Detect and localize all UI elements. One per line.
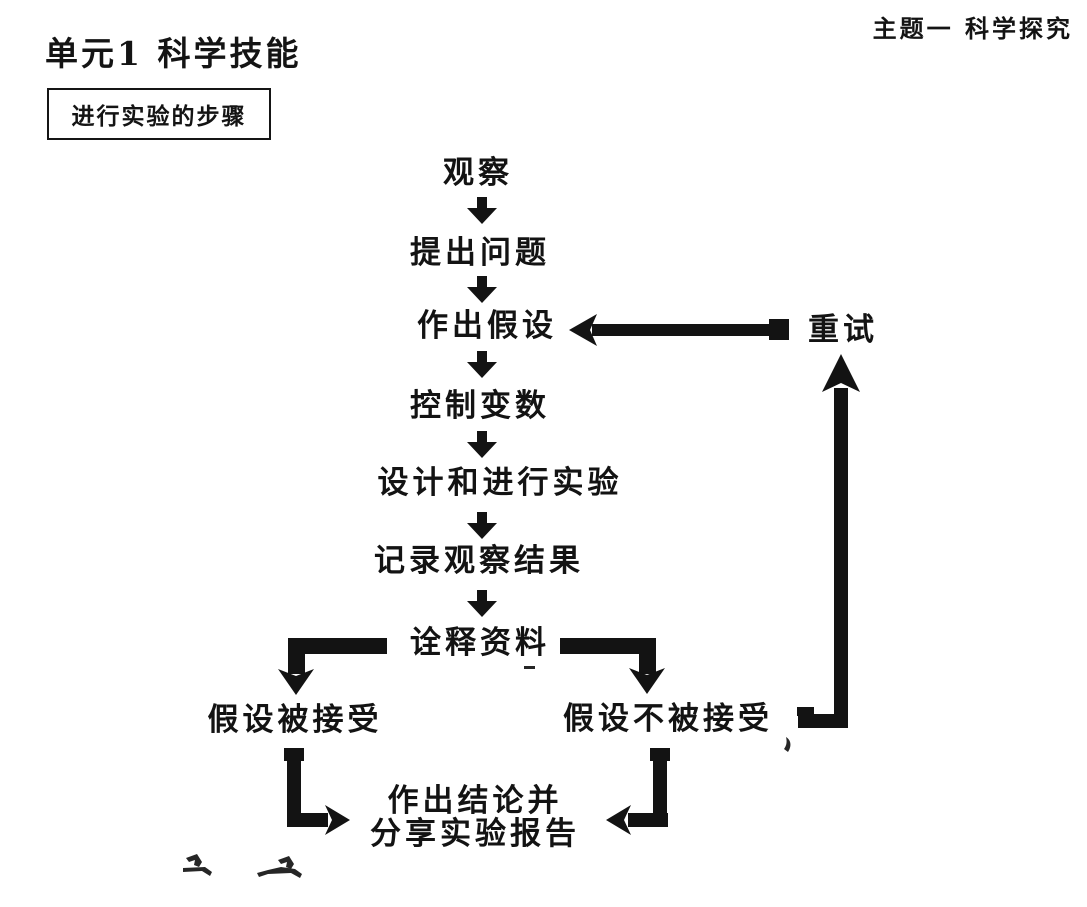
section-title: 进行实验的步骤 xyxy=(71,103,247,130)
arrow-interpret-to-rejected-icon xyxy=(560,638,665,694)
flow-step-ask-question: 提出问题 xyxy=(410,235,550,271)
flow-step-observe: 观察 xyxy=(443,155,513,191)
arrow-design-to-record-icon xyxy=(467,512,497,539)
flow-step-retry: 重试 xyxy=(808,312,878,348)
arrow-accepted-to-conclusion-icon xyxy=(284,748,350,835)
section-title-box: 进行实验的步骤 xyxy=(47,88,271,140)
arrow-ask-to-hypothesis-icon xyxy=(467,276,497,303)
flow-step-conclusion: 作出结论并 分享实验报告 xyxy=(370,785,580,851)
flow-step-design-conduct-experiment: 设计和进行实验 xyxy=(377,465,623,501)
flow-step-hypothesis-accepted: 假设被接受 xyxy=(207,702,383,738)
arrow-rejected-to-conclusion-icon xyxy=(606,748,670,835)
flow-step-conclusion-line2: 分享实验报告 xyxy=(370,816,580,852)
flow-step-interpret-data: 诠释资料 xyxy=(410,625,550,661)
arrow-observe-to-ask-icon xyxy=(467,197,497,224)
arrow-interpret-to-accepted-icon xyxy=(278,638,387,695)
flow-step-make-hypothesis: 作出假设 xyxy=(417,308,557,344)
arrow-rejected-to-retry-icon xyxy=(797,354,860,728)
flow-step-hypothesis-rejected: 假设不被接受 xyxy=(563,701,773,737)
arrow-retry-to-hypothesis-icon xyxy=(569,314,789,346)
scan-artifacts xyxy=(183,666,791,878)
arrow-variables-to-design-icon xyxy=(467,431,497,458)
theme-label: 主题一 科学探究 xyxy=(872,14,1073,43)
flow-step-record-observations: 记录观察结果 xyxy=(374,543,584,579)
arrow-hypothesis-to-variables-icon xyxy=(467,351,497,378)
arrow-record-to-interpret-icon xyxy=(467,590,497,617)
flow-step-conclusion-line1: 作出结论并 xyxy=(387,783,563,819)
unit-title: 单元1 科学技能 xyxy=(45,34,302,73)
flow-step-control-variables: 控制变数 xyxy=(410,388,550,424)
